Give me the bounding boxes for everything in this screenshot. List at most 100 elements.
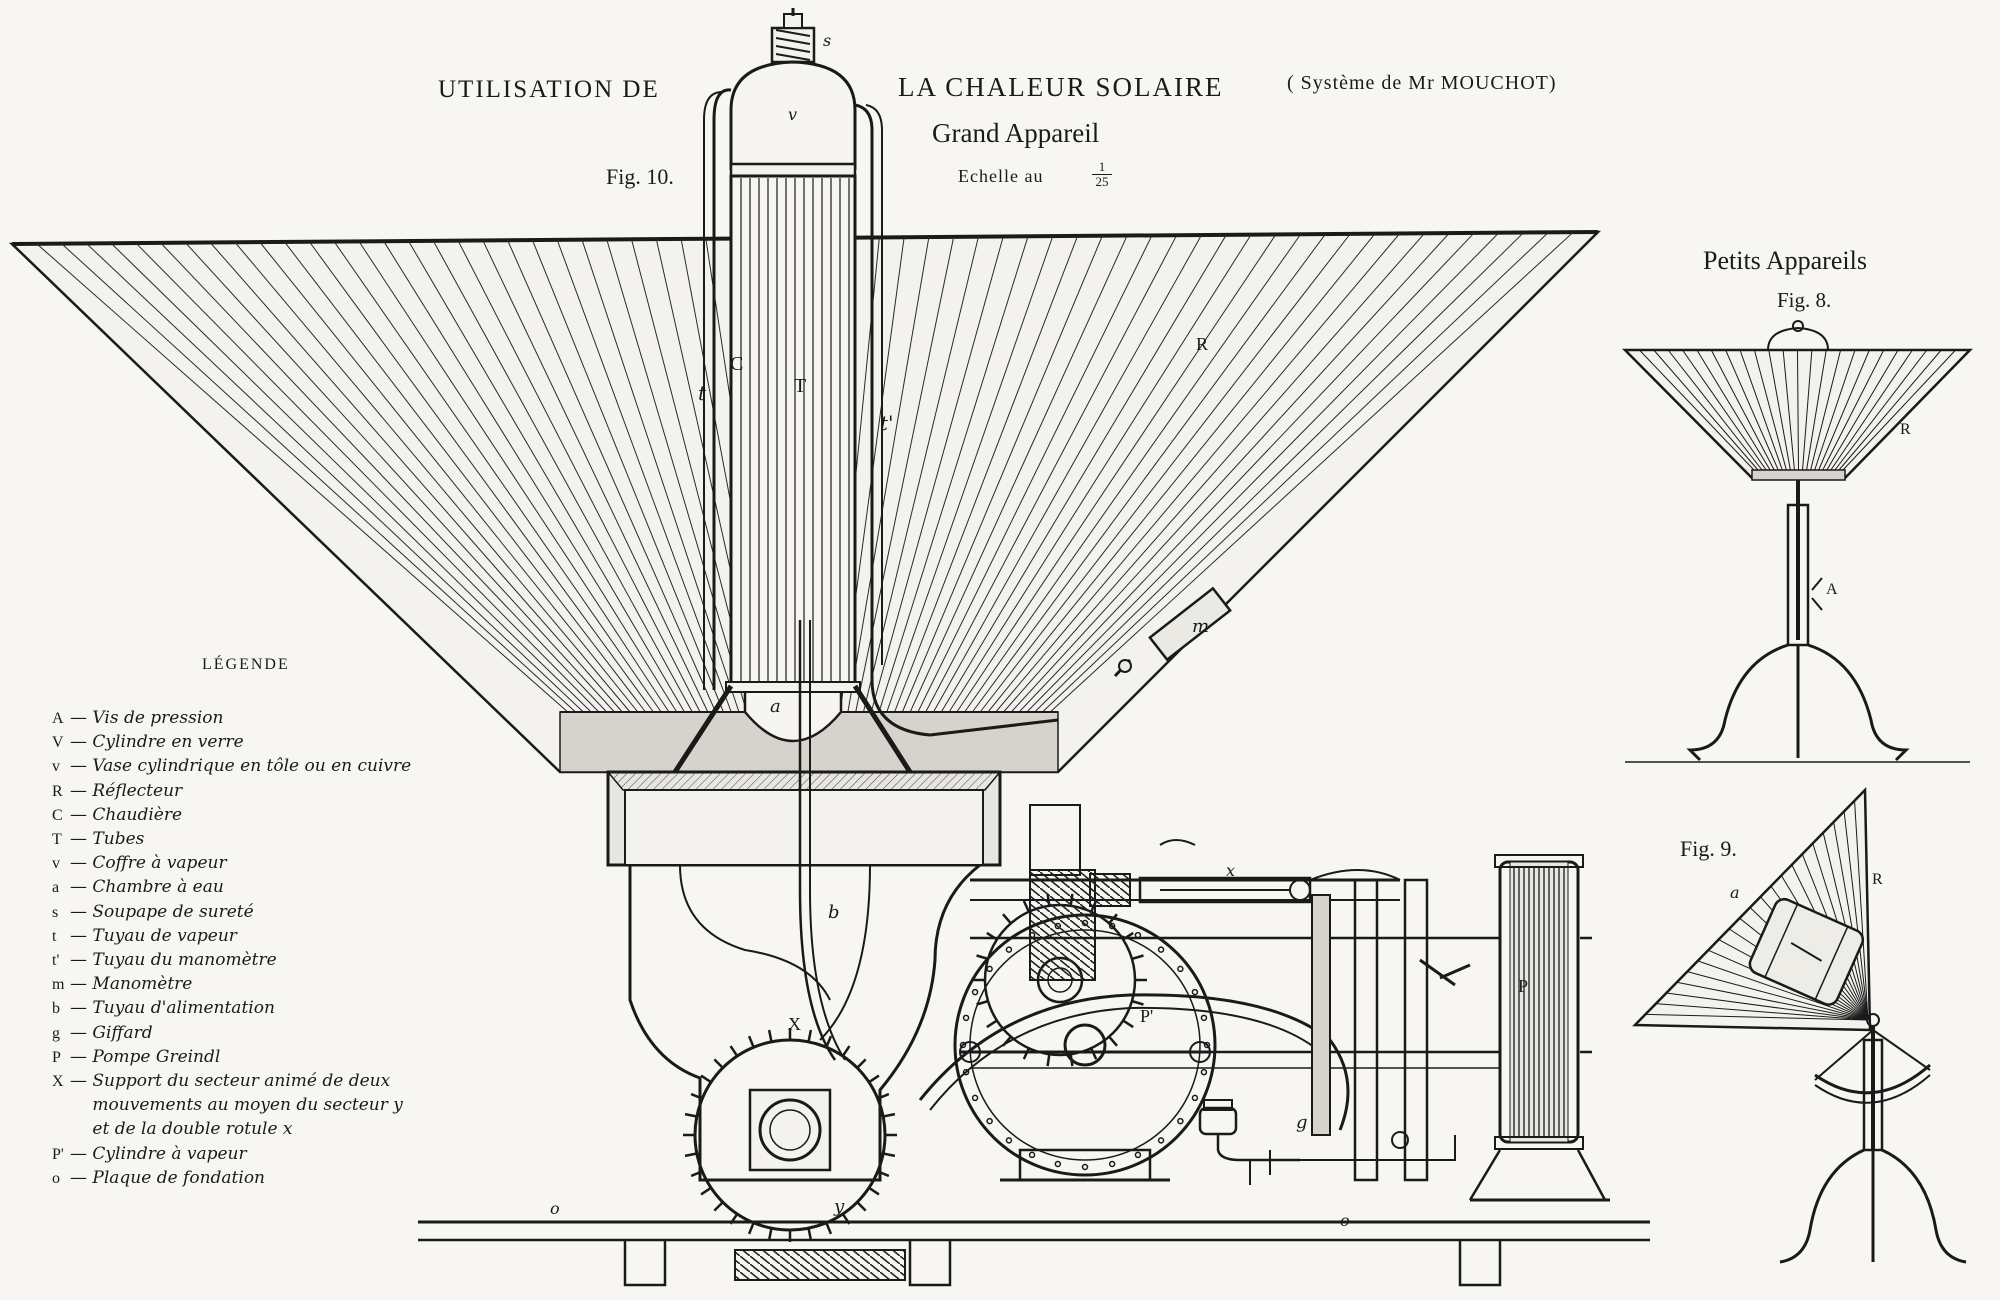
scale-label: Echelle au: [958, 166, 1044, 186]
legend-key: C: [52, 806, 63, 824]
legend-description: Vis de pression: [92, 708, 224, 728]
legend-dash: [70, 1095, 92, 1115]
label-s: s: [823, 31, 831, 50]
legend-description: Réflecteur: [92, 780, 183, 801]
legend-key: o: [52, 1169, 60, 1187]
label-m: m: [1192, 616, 1209, 637]
legend-item: P— Pompe Greindl: [52, 1047, 220, 1067]
legend-item: R— Réflecteur: [52, 781, 182, 801]
legend-item: v — Coffre à vapeur: [52, 853, 227, 873]
legend-dash: —: [70, 998, 93, 1019]
label-x: x: [1226, 861, 1235, 880]
legend-key: m: [52, 976, 65, 994]
legend-description: Tubes: [92, 829, 145, 849]
label-P: P: [1518, 976, 1528, 996]
fig8-label-R: R: [1900, 421, 1911, 438]
foundation-plate: [418, 1220, 1650, 1287]
drawing-letter-labels: s v C T t t' R a m b X x P P' g y o o R …: [550, 31, 1911, 1230]
legend-dash: —: [70, 925, 93, 946]
legend-item: g— Giffard: [52, 1023, 153, 1043]
legend-description: Plaque de fondation: [92, 1167, 266, 1188]
legend-description: Cylindre en verre: [92, 732, 244, 753]
label-t: t: [698, 381, 707, 405]
legend-item: t' — Tuyau du manomètre: [52, 950, 277, 970]
legend-key: b: [52, 1000, 60, 1018]
legend-description: mouvements au moyen du secteur y: [92, 1095, 403, 1116]
legend-key: X: [52, 1073, 64, 1090]
legend-description: Cylindre à vapeur: [92, 1143, 247, 1164]
label-o-right: o: [1340, 1211, 1350, 1230]
steam-pipe: [918, 993, 1350, 1131]
legend-heading: LÉGENDE: [202, 656, 290, 673]
fig9-label-R: R: [1872, 871, 1883, 888]
legend-item: s — Soupape de sureté: [52, 902, 254, 922]
figure-8-label: Fig. 8.: [1777, 288, 1832, 312]
label-t-prime: t': [880, 411, 894, 435]
legend-key: P: [52, 1048, 61, 1066]
label-C: C: [730, 353, 743, 375]
label-X: X: [788, 1014, 801, 1034]
fig9-label-a: a: [1730, 883, 1740, 902]
legend-dash: —: [70, 1143, 93, 1164]
legend-item: t— Tuyau de vapeur: [52, 926, 237, 946]
legend-key: v: [52, 855, 60, 873]
legend-dash: —: [70, 1071, 93, 1091]
small-devices-heading: Petits Appareils: [1703, 246, 1867, 275]
label-R: R: [1196, 334, 1208, 354]
legend-key: a: [52, 879, 60, 897]
legend-dash: —: [70, 1022, 93, 1043]
legend-dash: —: [70, 950, 93, 970]
scale-numerator: 1: [1092, 160, 1112, 175]
manometer: [1113, 586, 1232, 678]
fig8-label-A: A: [1826, 581, 1838, 598]
legend-dash: —: [70, 756, 93, 777]
legend-description: et de la double rotule x: [92, 1119, 293, 1140]
pump-greindl: [1468, 854, 1610, 1202]
label-a: a: [770, 696, 781, 717]
title-left: UTILISATION DE: [438, 76, 660, 103]
legend-description: Chambre à eau: [92, 877, 224, 898]
legend-description: Tuyau du manomètre: [92, 950, 277, 970]
label-g: g: [1296, 1112, 1308, 1133]
legend-key: s: [52, 903, 59, 921]
legend-key: A: [52, 710, 64, 727]
legend-item: mouvements au moyen du secteur y: [52, 1095, 403, 1116]
figure-10-label: Fig. 10.: [606, 164, 674, 189]
legend-description: Support du secteur animé de deux: [92, 1071, 391, 1091]
label-b: b: [828, 902, 840, 923]
legend-item: o — Plaque de fondation: [52, 1168, 265, 1188]
legend-description: Pompe Greindl: [92, 1046, 221, 1067]
legend-dash: —: [70, 853, 93, 874]
legend-item: X — Support du secteur animé de deux: [52, 1071, 390, 1091]
pedestal-support: [628, 863, 981, 1182]
label-T: T: [794, 375, 806, 397]
legend-key: t: [52, 927, 57, 945]
legend-description: Coffre à vapeur: [92, 853, 227, 874]
legend-dash: [70, 1119, 92, 1139]
legend-dash: —: [70, 804, 93, 825]
legend-description: Chaudière: [92, 804, 183, 825]
fig8-small-reflector: [1621, 320, 1973, 763]
legend-key: P': [52, 1145, 64, 1163]
label-o-left: o: [550, 1199, 560, 1218]
label-y: y: [833, 1196, 845, 1217]
legend-item: T— Tubes: [52, 829, 144, 849]
legend-description: Soupape de sureté: [92, 901, 254, 922]
scale-denominator: 25: [1095, 174, 1109, 189]
legend-description: Giffard: [92, 1022, 153, 1043]
reflector-collar: [606, 770, 1002, 867]
gear-train: [953, 804, 1217, 1182]
legend-key: v: [52, 758, 60, 776]
label-v: v: [788, 105, 797, 124]
legend-item: C — Chaudière: [52, 805, 182, 825]
legend-dash: —: [70, 1167, 93, 1188]
title-attribution: ( Système de Mr MOUCHOT): [1287, 72, 1557, 94]
legend-item: m— Manomètre: [52, 974, 192, 994]
legend-key: t': [52, 952, 60, 969]
legend-key: T: [52, 831, 62, 848]
legend-dash: —: [70, 732, 93, 753]
legend-item: V — Cylindre en verre: [52, 732, 244, 752]
legend-dash: —: [70, 901, 93, 922]
legend-key: V: [52, 734, 64, 752]
